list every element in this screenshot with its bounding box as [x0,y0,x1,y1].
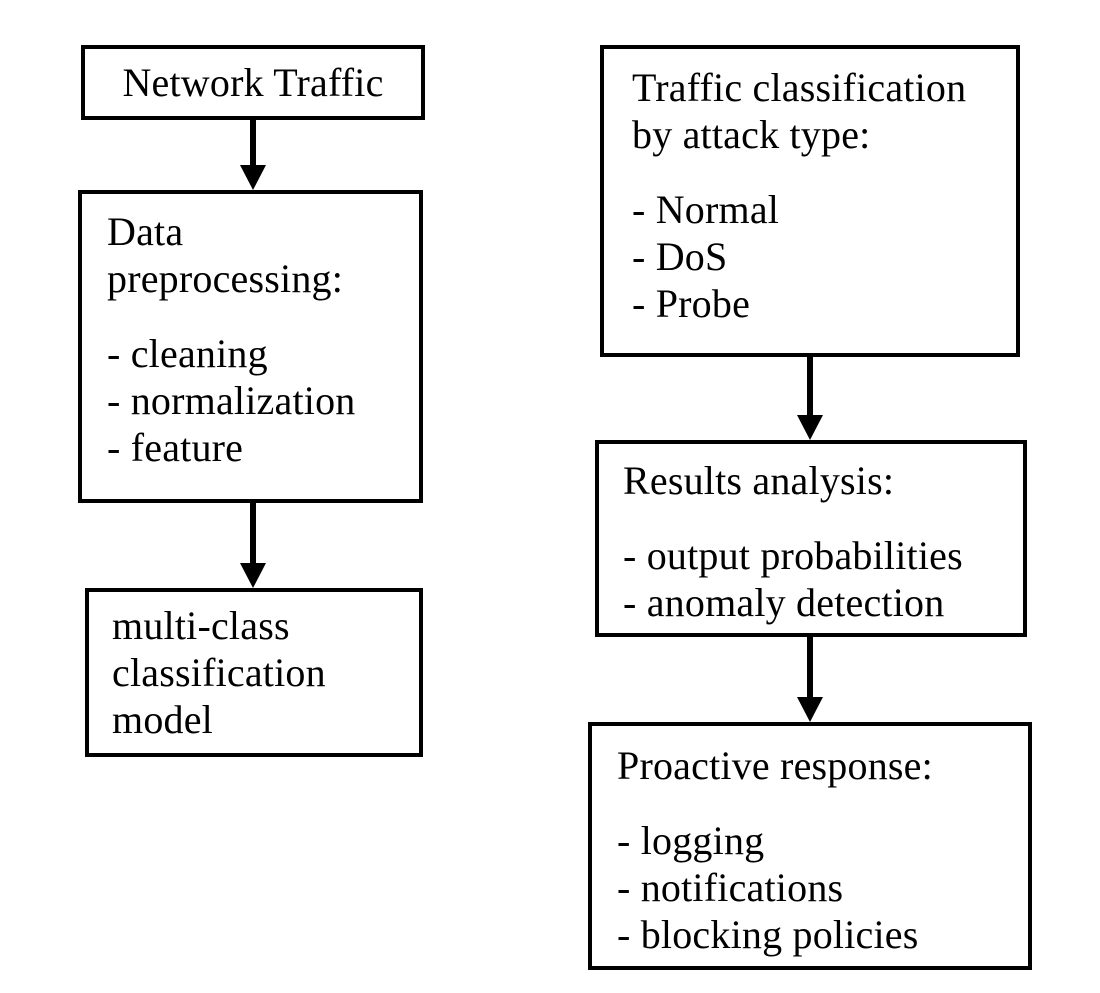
text-line: - feature [107,425,244,470]
arrow-shaft [807,357,813,415]
text-line: - DoS [632,234,728,279]
arrow-head-icon [240,165,266,190]
node-proactive-response: Proactive response: - logging- notificat… [588,722,1032,970]
arrow-shaft [807,637,813,697]
arrow-head-icon [240,563,266,588]
arrow-classification-to-results [797,357,823,440]
node-title: Network Traffic [122,60,384,105]
text-line: Traffic classification [632,65,967,110]
text-line: - anomaly detection [623,580,945,625]
text-line: model [112,697,213,742]
text-line: multi-class [112,603,290,648]
text-line: preprocessing: [107,256,344,301]
node-bullet-list: - logging- notifications- blocking polic… [617,817,1020,958]
text-line: - output probabilities [623,533,963,578]
text-line: Data [107,209,184,254]
text-line: - Normal [632,187,780,232]
text-line: Proactive response: [617,743,933,788]
text-line: - notifications [617,865,844,910]
node-bullet-list: - cleaning- normalization- feature [107,330,411,471]
text-line: - Probe [632,281,751,326]
text-line: by attack type: [632,112,871,157]
arrow-head-icon [797,415,823,440]
arrow-preprocessing-to-model [240,503,266,588]
node-title: Proactive response: [617,742,1020,789]
node-bullet-list: - output probabilities- anomaly detectio… [623,532,1015,626]
arrow-shaft [250,503,256,563]
arrow-results-to-response [797,637,823,722]
text-line: - cleaning [107,331,268,376]
arrow-shaft [250,120,256,165]
text-line: Results analysis: [623,458,895,503]
arrow-head-icon [797,697,823,722]
text-line: - blocking policies [617,912,919,957]
text-line: - normalization [107,378,356,423]
arrow-network-to-preprocessing [240,120,266,190]
node-bullet-list: - Normal- DoS- Probe [632,186,1008,327]
text-line: classification [112,650,326,695]
node-results-analysis: Results analysis: - output probabilities… [595,440,1027,637]
node-title: Results analysis: [623,457,1015,504]
node-network-traffic: Network Traffic [81,45,425,120]
text-line: - logging [617,818,765,863]
